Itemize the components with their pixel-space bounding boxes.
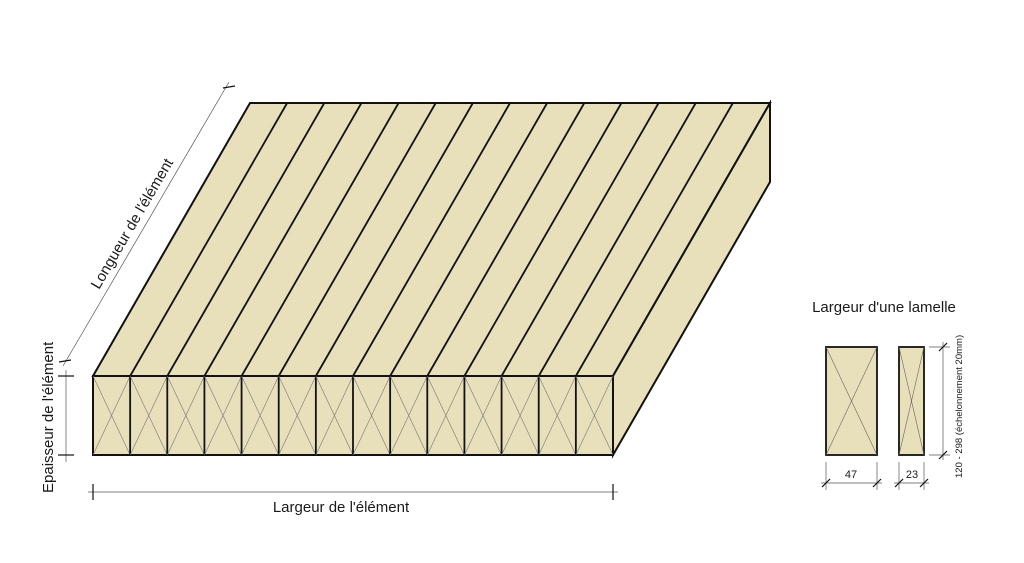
width-dimension: Largeur de l'élément xyxy=(88,484,618,516)
dim-47: 47 xyxy=(821,462,882,490)
lamella-detail: Largeur d'une lamelle 47 23 xyxy=(812,299,965,490)
lamella-front-cross xyxy=(352,375,391,456)
lamella-front-cross xyxy=(204,375,242,456)
dim-23: 23 xyxy=(894,462,929,490)
dim-height-tick-top xyxy=(938,342,948,352)
lamella-top-divider xyxy=(537,102,697,377)
lamella-section-23 xyxy=(898,346,925,456)
lamella-section-47-diag-2 xyxy=(825,346,878,456)
lamella-top-divider xyxy=(240,102,400,377)
thickness-dimension: Epaisseur de l'élément xyxy=(40,341,74,493)
lamella-top-divider xyxy=(389,102,548,377)
lamella-top-divider xyxy=(463,102,623,377)
dim-height-tick-bottom xyxy=(938,450,948,460)
lamella-front-cross xyxy=(427,375,465,456)
lamella-top-divider xyxy=(166,102,326,377)
lamella-top-divider xyxy=(315,102,474,377)
dim-47-label: 47 xyxy=(845,469,857,481)
thickness-label: Epaisseur de l'élément xyxy=(40,341,57,493)
lamella-front-cross xyxy=(92,375,131,456)
lamella-front-cross xyxy=(129,375,168,456)
lamella-front-cross xyxy=(315,375,354,456)
lamella-top-divider xyxy=(500,102,660,377)
lamella-lines xyxy=(92,102,734,456)
width-label: Largeur de l'élément xyxy=(273,499,410,516)
lamella-front-cross xyxy=(389,375,428,456)
clt-panel xyxy=(91,99,772,459)
dim-23-tick-left xyxy=(894,478,904,488)
lamella-top-divider xyxy=(203,102,363,377)
dim-47-tick-left xyxy=(821,478,831,488)
dim-height-label: 120 - 298 (échelonnement 20mm) xyxy=(954,335,965,478)
lamella-front-cross xyxy=(167,375,205,456)
lamella-top-divider xyxy=(352,102,511,377)
length-dim-tick-bottom xyxy=(58,359,72,363)
dim-height: 120 - 298 (échelonnement 20mm) xyxy=(929,335,965,478)
lamella-front-cross xyxy=(464,375,502,456)
lamella-front-cross xyxy=(538,375,577,456)
lamella-front-cross xyxy=(241,375,279,456)
lamella-top-divider xyxy=(277,102,437,377)
lamella-top-divider xyxy=(129,102,288,377)
lamella-section-47 xyxy=(825,346,878,456)
lamella-width-title: Largeur d'une lamelle xyxy=(812,299,956,316)
lamella-front-cross xyxy=(501,375,539,456)
length-dim-line xyxy=(62,81,230,367)
lamella-section-23-diag-2 xyxy=(898,346,925,456)
lamella-front-cross xyxy=(575,375,614,456)
length-dim-tick-top xyxy=(222,85,236,89)
lamella-front-cross xyxy=(278,375,317,456)
lamella-top-divider xyxy=(426,102,586,377)
dim-47-tick-right xyxy=(872,478,882,488)
lamella-top-divider xyxy=(575,102,734,377)
dim-23-tick-right xyxy=(919,478,929,488)
dim-23-label: 23 xyxy=(906,469,918,481)
